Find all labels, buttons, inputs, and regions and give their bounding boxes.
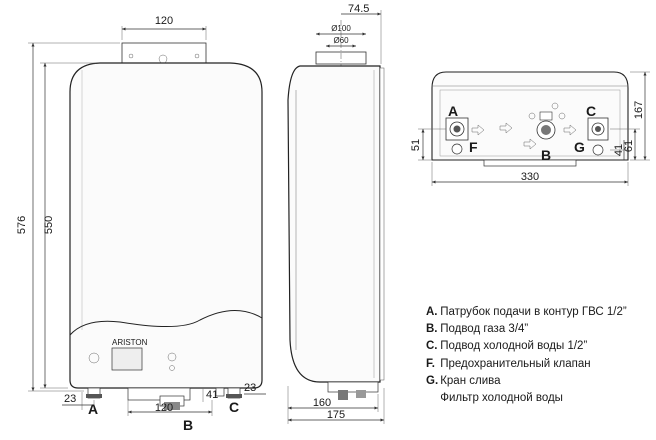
dim-bottom-offset: 41 xyxy=(206,389,218,401)
flow-arrow-icon xyxy=(471,124,485,136)
legend-item: B. Подвод газа 3/4” xyxy=(426,323,529,336)
display-window xyxy=(111,347,143,371)
label-C-front: C xyxy=(229,399,239,415)
dim-bottom-right-2: 41 xyxy=(613,144,625,156)
legend-item: Фильтр холодной воды xyxy=(440,392,563,405)
dim-body-height: 550 xyxy=(43,216,55,234)
dim-bottom-left-height: 51 xyxy=(410,139,422,151)
label-F-bottom: F xyxy=(469,139,478,155)
legend-item: A. Патрубок подачи в контур ГВС 1/2” xyxy=(426,306,627,318)
dim-flue-outer: Ø100 xyxy=(331,24,351,33)
label-C-bottom: C xyxy=(586,103,596,119)
boiler-casing xyxy=(69,62,263,389)
legend-item: F. Предохранительный клапан xyxy=(426,357,591,370)
label-B-bottom: B xyxy=(541,147,551,163)
power-knob-icon xyxy=(88,352,100,364)
legend-item: C. Подвод холодной воды 1/2” xyxy=(426,340,588,353)
dim-depth-body: 160 xyxy=(313,397,331,409)
brand-mark: ARISTON xyxy=(112,338,148,347)
mounting-bracket xyxy=(121,42,207,66)
dim-depth-total: 175 xyxy=(327,409,345,421)
dim-top-width: 120 xyxy=(155,15,173,27)
bottom-view: A F B C G 330 167 61 41 51 xyxy=(410,71,650,186)
dim-bottom-right: 23 xyxy=(244,382,256,394)
bottom-outline xyxy=(431,71,629,161)
side-casing xyxy=(287,65,381,383)
bottom-connections-front xyxy=(86,387,242,410)
label-A-bottom: A xyxy=(448,103,458,119)
dim-total-height: 576 xyxy=(16,216,28,234)
dim-bottom-width: 330 xyxy=(521,171,539,183)
dim-flue-inner: Ø60 xyxy=(333,36,349,45)
dim-bottom-depth: 167 xyxy=(633,101,645,119)
front-view: ARISTON 120 576 550 xyxy=(16,15,266,433)
control-panel-curve xyxy=(69,309,263,336)
legend-item: G. Кран слива xyxy=(426,374,501,387)
dim-bottom-right-1: 61 xyxy=(623,140,635,152)
dim-bottom-width: 120 xyxy=(155,402,173,414)
legend: A. Патрубок подачи в контур ГВС 1/2” B. … xyxy=(426,304,627,407)
label-A-front: A xyxy=(88,401,98,417)
label-B-front: B xyxy=(183,417,193,433)
label-G-bottom: G xyxy=(574,139,585,155)
dim-bottom-left: 23 xyxy=(64,393,76,405)
side-view: 74.5 Ø100 Ø60 160 175 xyxy=(287,3,385,424)
dim-flue-offset: 74.5 xyxy=(348,3,369,15)
